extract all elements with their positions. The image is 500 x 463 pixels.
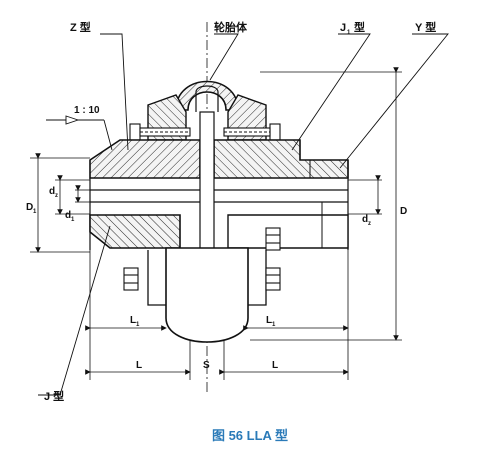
bolt-lower-left (123, 267, 139, 291)
taper-indicator (46, 115, 113, 151)
svg-text:d: d (65, 210, 71, 221)
svg-text:1: 1 (347, 30, 351, 36)
dim-d1-left: d 1 (65, 210, 75, 223)
dim-dz-right: d z (362, 214, 371, 227)
bolt-lower-right (265, 227, 281, 291)
dim-d: D (400, 206, 407, 217)
svg-text:1: 1 (33, 209, 37, 215)
dim-d1: D 1 (26, 202, 37, 215)
bolt-top-left (129, 123, 191, 141)
label-j-type: J 型 (44, 389, 64, 403)
figure-caption: 图 56 LLA 型 (211, 428, 289, 443)
dim-s: S (203, 360, 210, 371)
svg-text:d: d (362, 214, 368, 225)
svg-text:1: 1 (272, 322, 276, 328)
hub-bore-lines (89, 160, 349, 250)
right-flange-section (213, 139, 349, 179)
svg-text:z: z (368, 221, 371, 227)
dimension-lines (30, 67, 402, 380)
tire-body-lower (147, 247, 267, 343)
svg-text:L: L (130, 315, 136, 326)
dim-l-right: L (272, 360, 278, 371)
leader-lines (38, 33, 449, 396)
label-z-type: Z 型 (70, 20, 91, 34)
dim-l1-right: L 1 (266, 315, 276, 328)
svg-text:d: d (49, 186, 55, 197)
svg-text:J: J (340, 22, 346, 34)
left-hub-lower (89, 214, 181, 249)
right-hub-lower (227, 201, 349, 249)
svg-text:L: L (266, 315, 272, 326)
svg-text:D: D (26, 202, 33, 213)
svg-text:型: 型 (354, 20, 365, 34)
label-tire-body: 轮胎体 (214, 20, 248, 34)
svg-text:1: 1 (71, 217, 75, 223)
svg-text:z: z (55, 193, 58, 199)
dim-dz-left: d z (49, 186, 58, 199)
bolt-top-right (223, 123, 281, 141)
label-j1-type: J 1 型 (340, 20, 365, 36)
dim-l1-left: L 1 (130, 315, 140, 328)
left-flange-section (89, 139, 201, 179)
label-y-type: Y 型 (415, 20, 436, 34)
dim-l-left: L (136, 360, 142, 371)
svg-text:1: 1 (136, 322, 140, 328)
label-taper: 1 : 10 (74, 105, 100, 116)
